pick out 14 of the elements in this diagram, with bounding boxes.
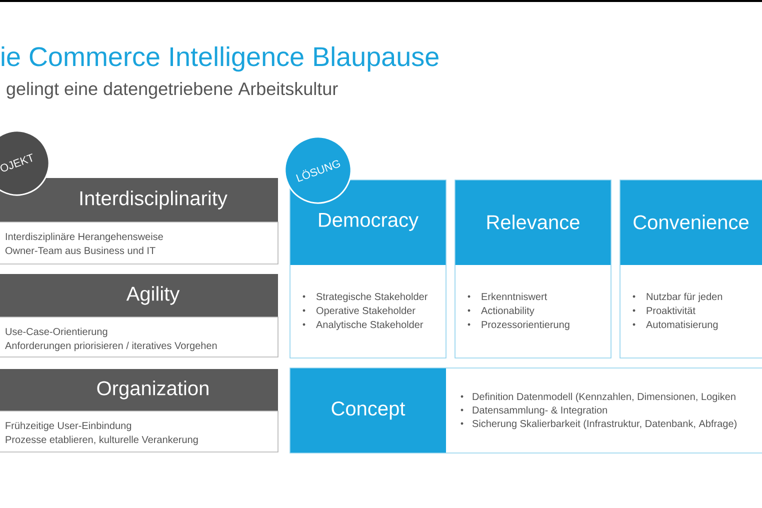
card: Organization Frühzeitige User-Einbindung Prozesse etablieren, kulturelle Verankerung: [0, 369, 278, 452]
card: Interdisciplinarity Interdisziplinäre Herangehensweise Owner-Team aus Business und IT: [0, 178, 278, 264]
card: Relevance Erkenntniswert Actionability Prozessorientierung: [454, 180, 612, 358]
card: Concept Definition Datenmodell (Kennzahlen, Dimensionen, Logiken Datensammlung- & Integration Sicherung Skalierbarkeit (Infrastruktur, Datenbank, Abfrage): [290, 368, 762, 454]
node-label: Frühzeitige User-Einbindung: [6, 422, 132, 432]
node-label: Owner-Team aus Business und IT: [5, 246, 156, 254]
subtitle: gelingt eine datengetriebene Arbeitskultur: [6, 82, 338, 99]
node-label: Use-Case-Orientierung: [6, 328, 108, 338]
card: Convenience Nutzbar für jeden Proaktivität Automatisierung: [620, 180, 762, 358]
title: ie Commerce Intelligence Blaupause: [2, 46, 438, 72]
node-label: Anforderungen priorisieren / iteratives Vorgehen: [5, 342, 217, 352]
card: Agility Use-Case-Orientierung Anforderungen priorisieren / iteratives Vorgehen: [0, 274, 278, 358]
node-label: Interdisziplinäre Herangehensweise: [6, 232, 163, 242]
node-label: Prozesse etablieren, kulturelle Verankerung: [6, 436, 198, 446]
